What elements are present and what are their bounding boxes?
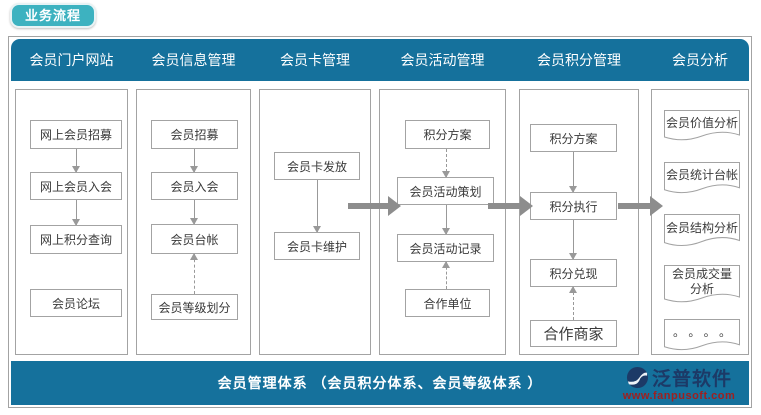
header-title-member-card: 会员卡管理 — [280, 52, 350, 68]
flow-box: 会员卡维护 — [274, 232, 360, 260]
arrow-up-dashed-icon — [569, 286, 577, 320]
arrow-up-dashed-icon — [190, 253, 198, 294]
document-shape: 会员成交量 分析 — [664, 265, 740, 306]
document-shape: 会员结构分析 — [664, 214, 740, 250]
document-shape: 会员统计台帐 — [664, 162, 740, 197]
header-bar — [11, 39, 749, 81]
fanpu-logo-row: 泛普软件 — [615, 364, 743, 390]
header-title-member-info: 会员信息管理 — [151, 52, 236, 68]
flow-box: 积分方案 — [530, 124, 617, 152]
arrow-up-dashed-icon — [442, 261, 450, 289]
column-member-info: 会员招募 会员入会 会员台帐 会员等级划分 — [136, 89, 251, 355]
fanpu-logo-icon — [626, 366, 649, 388]
document-shape: 。 。 。 。 — [664, 319, 740, 354]
arrow-down-dashed-icon — [442, 149, 450, 178]
flow-box: 网上会员入会 — [30, 172, 122, 200]
column-member-activity: 积分方案 会员活动策划 会员活动记录 合作单位 — [379, 89, 506, 355]
flow-box: 积分兑现 — [530, 259, 617, 287]
document-label: 会员成交量 分析 — [671, 266, 732, 296]
arrow-down-icon — [190, 200, 198, 225]
arrow-down-icon — [72, 149, 80, 173]
header-title-member-activity: 会员活动管理 — [400, 52, 485, 68]
flow-box: 合作单位 — [405, 289, 490, 317]
arrow-down-icon — [72, 200, 80, 226]
document-label: 会员结构分析 — [665, 220, 738, 235]
flow-box: 会员等级划分 — [151, 294, 238, 320]
arrow-down-icon — [569, 220, 577, 260]
column-member-analysis: 会员价值分析 会员统计台帐 会员结构分析 会员成交量 分析 。 。 。 。 — [651, 89, 749, 355]
flow-box: 会员卡发放 — [274, 152, 360, 180]
footer-bar — [11, 361, 749, 405]
thick-right-arrow-icon — [618, 196, 663, 216]
flow-box: 会员入会 — [151, 172, 238, 200]
document-outline-icon — [664, 110, 740, 141]
flow-box: 会员活动策划 — [397, 177, 494, 205]
flow-box: 网上积分查询 — [30, 225, 122, 254]
document-shape: 会员价值分析 — [664, 110, 740, 144]
flow-box: 网上会员招募 — [30, 120, 122, 149]
document-label: 。 。 。 。 — [672, 325, 731, 339]
arrow-down-icon — [313, 180, 321, 233]
header-title-member-analysis: 会员分析 — [672, 52, 728, 68]
flow-box: 会员招募 — [151, 120, 238, 149]
flow-box: 会员论坛 — [30, 289, 122, 317]
flow-box: 会员台帐 — [151, 224, 238, 254]
document-outline-icon — [664, 265, 740, 303]
arrow-down-icon — [190, 149, 198, 173]
flow-diagram-container: 会员门户网站 会员信息管理 会员卡管理 会员活动管理 会员积分管理 会员分析 网… — [8, 36, 752, 408]
fanpu-logo-name: 泛普软件 — [651, 368, 732, 390]
document-outline-icon — [664, 319, 740, 351]
document-label: 会员统计台帐 — [665, 168, 738, 182]
document-outline-icon — [664, 214, 740, 247]
flow-box: 合作商家 — [530, 320, 617, 347]
thick-right-arrow-icon — [488, 196, 533, 216]
flow-box: 积分方案 — [405, 120, 490, 149]
flow-box: 积分执行 — [530, 192, 617, 220]
fanpu-logo: 泛普软件 www.fanpusoft.com — [615, 364, 743, 404]
business-process-badge: 业务流程 — [10, 3, 97, 28]
thick-right-arrow-icon — [348, 196, 401, 216]
arrow-down-icon — [569, 152, 577, 193]
header-title-member-points: 会员积分管理 — [537, 52, 621, 68]
flow-box: 会员活动记录 — [397, 234, 494, 262]
document-outline-icon — [664, 162, 740, 194]
header-title-member-portal: 会员门户网站 — [29, 52, 114, 68]
column-member-card: 会员卡发放 会员卡维护 — [259, 89, 371, 355]
column-member-portal: 网上会员招募 网上会员入会 网上积分查询 会员论坛 — [15, 89, 128, 355]
footer-system-text: 会员管理体系 （会员积分体系、会员等级体系 ） — [217, 375, 543, 391]
fanpu-logo-url: www.fanpusoft.com — [622, 390, 736, 402]
document-label: 会员价值分析 — [665, 115, 738, 130]
column-member-points: 积分方案 积分执行 积分兑现 合作商家 — [519, 89, 639, 355]
arrow-down-icon — [442, 205, 450, 235]
